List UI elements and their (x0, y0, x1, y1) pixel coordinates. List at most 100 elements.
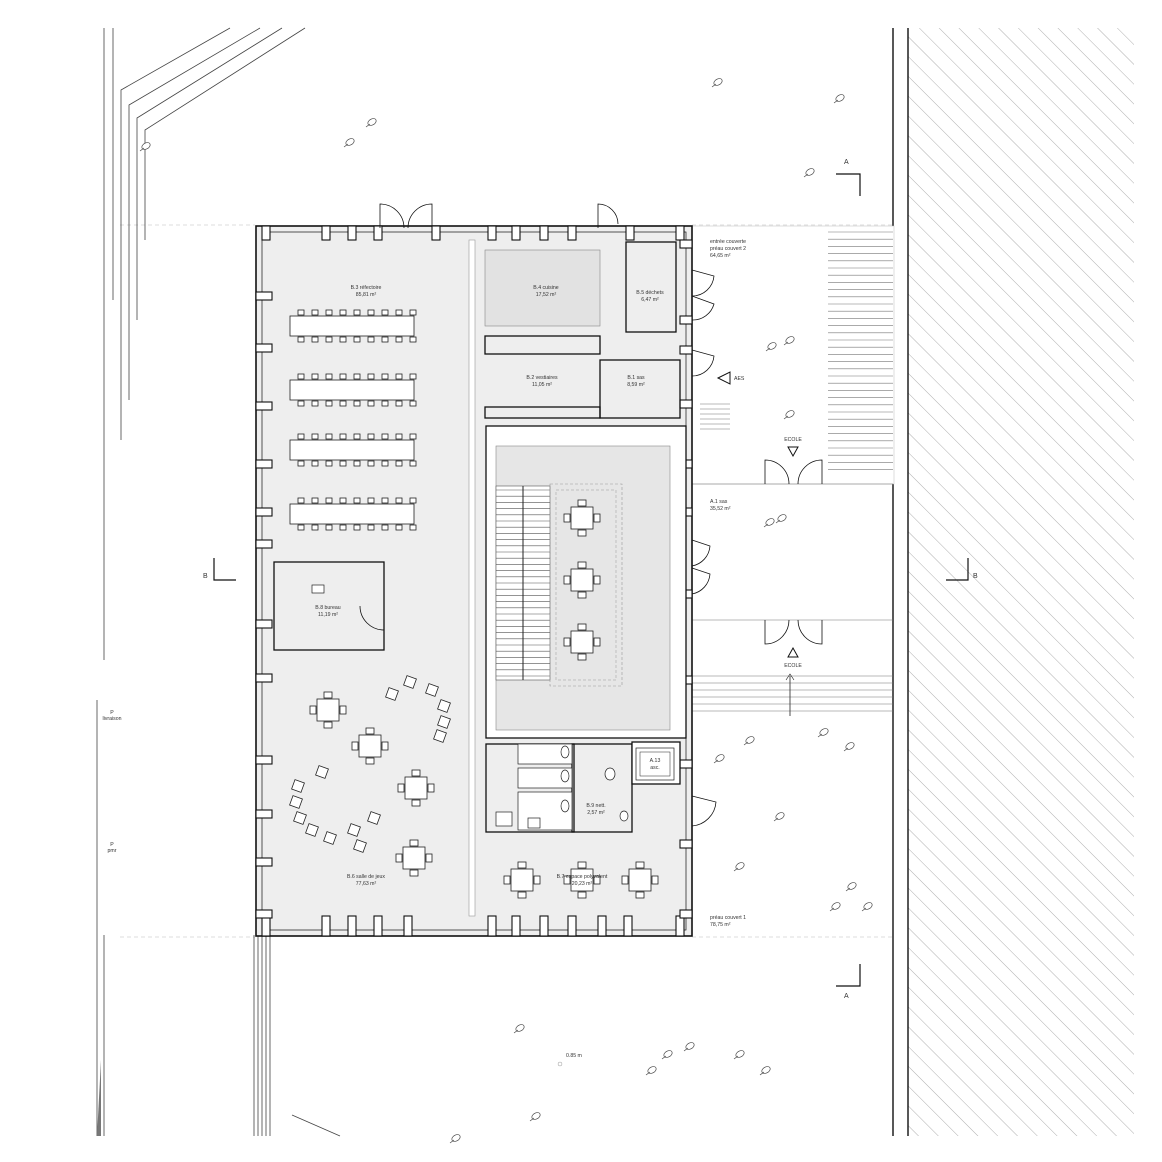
tree-symbol (663, 1050, 673, 1058)
chair (409, 309, 417, 316)
pilaster-bottom (597, 915, 607, 937)
tree-symbol (777, 514, 787, 522)
chair (309, 705, 317, 715)
square-table (404, 776, 428, 800)
chair (353, 497, 361, 504)
room-labels: B.3 réfectoire 85,81 m² B.4 cuisine 17,5… (315, 285, 664, 887)
chair (297, 433, 305, 440)
chair (381, 309, 389, 316)
pilaster-left (255, 755, 273, 765)
chair (293, 811, 307, 825)
chair (409, 336, 417, 343)
chair (593, 637, 601, 647)
chair (381, 460, 389, 467)
chair (635, 891, 645, 899)
chair (563, 513, 571, 523)
refectory-table (289, 379, 415, 401)
elevation-marker (557, 1061, 563, 1067)
pilaster-top (539, 225, 549, 241)
square-table (628, 868, 652, 892)
room-sas-b1-name: B.1 sas (627, 375, 645, 381)
chair (365, 757, 375, 765)
section-b-right-mark (946, 558, 969, 581)
chair (353, 373, 361, 380)
section-b-left-mark (213, 558, 236, 581)
square-table (510, 868, 534, 892)
chair (635, 861, 645, 869)
chair (403, 675, 417, 689)
room-nett-area: 2,57 m² (587, 810, 605, 816)
pilaster-bottom (261, 915, 271, 937)
chair (311, 336, 319, 343)
pilaster-left (255, 459, 273, 469)
chair (395, 309, 403, 316)
tree-symbol (451, 1134, 461, 1142)
chair (411, 799, 421, 807)
pilaster-bottom (373, 915, 383, 937)
pilaster-left (255, 291, 273, 301)
chair (367, 336, 375, 343)
chair (297, 336, 305, 343)
tree-symbol (735, 862, 745, 870)
room-cuisine-area: 17,52 m² (536, 292, 557, 298)
chair (385, 687, 399, 701)
chair (311, 309, 319, 316)
pilaster-top (321, 225, 331, 241)
aes-label: AES (734, 376, 745, 382)
room-sas-a1-name: A.1 sas (710, 499, 728, 505)
chair (353, 309, 361, 316)
tree-mark (733, 867, 739, 872)
chair (339, 400, 347, 407)
square-table (402, 846, 426, 870)
refectory-tables (289, 309, 417, 531)
chair (593, 575, 601, 585)
chair (409, 497, 417, 504)
room-salle-jeux-area: 77,63 m² (356, 881, 377, 887)
chair (311, 400, 319, 407)
square-table (570, 568, 594, 592)
chair (395, 433, 403, 440)
tree-mark (713, 759, 719, 764)
chair (339, 433, 347, 440)
ecole-top-label: ECOLE (784, 437, 802, 443)
pilaster-top (347, 225, 357, 241)
tree-symbol (715, 754, 725, 762)
pilaster-right (679, 239, 693, 249)
chair (397, 783, 405, 793)
tree-mark (733, 1055, 739, 1060)
tree-mark (759, 1071, 765, 1076)
room-cuisine-name: B.4 cuisine (533, 285, 558, 291)
section-b-left: B (203, 573, 208, 580)
tree-mark (783, 341, 789, 346)
pilaster-top (567, 225, 577, 241)
chair (395, 373, 403, 380)
markers (213, 173, 969, 987)
chair (577, 529, 587, 537)
chair (409, 373, 417, 380)
chair (517, 861, 527, 869)
square-table (570, 506, 594, 530)
chair (353, 524, 361, 531)
chair (367, 497, 375, 504)
tree-mark (765, 347, 771, 352)
pilaster-bottom (623, 915, 633, 937)
chair (381, 336, 389, 343)
pilaster-bottom (539, 915, 549, 937)
pilaster-top (675, 225, 685, 241)
aes-arrow (716, 371, 731, 385)
pilaster-left (255, 401, 273, 411)
room-polyvalent-area: 20,23 m² (572, 881, 593, 887)
pilaster-left (255, 507, 273, 517)
site-dashed-lines (120, 224, 893, 938)
pilaster-bottom (403, 915, 413, 937)
chair (433, 729, 447, 743)
vegetation (139, 78, 873, 1144)
tree-symbol (819, 728, 829, 736)
tree-mark (513, 1029, 519, 1034)
chair (577, 591, 587, 599)
tree-symbol (515, 1024, 525, 1032)
tree-symbol (765, 518, 775, 526)
chair (533, 875, 541, 885)
p-pmr-2: pmr (108, 848, 117, 854)
